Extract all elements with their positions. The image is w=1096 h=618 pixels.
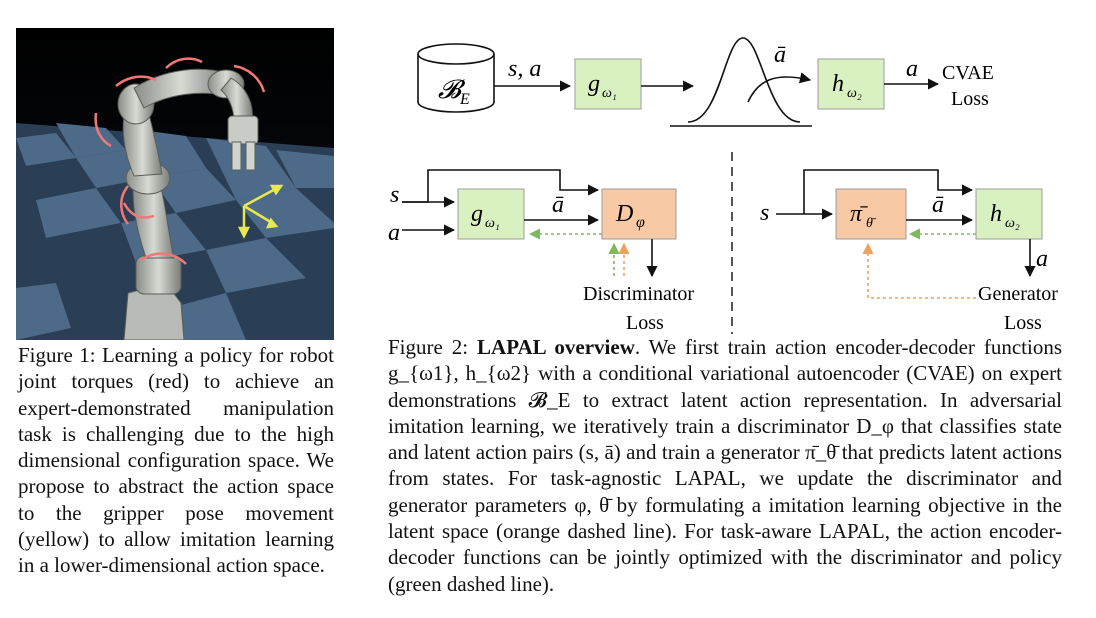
label-abar-top: ā — [774, 42, 786, 68]
gen-loss-line2: Loss — [1004, 312, 1042, 334]
figure1-caption: Figure 1: Learning a policy for robot jo… — [18, 343, 334, 578]
figure2-caption-label: Figure 2: — [388, 335, 469, 359]
svg-text:θ̄: θ̄ — [866, 216, 877, 231]
label-a-top: a — [906, 56, 918, 82]
svg-text:φ: φ — [636, 214, 645, 231]
robot-arm — [117, 68, 259, 340]
encoder-box-top: g ω₁ — [588, 71, 617, 101]
label-a-left: a — [388, 220, 400, 246]
encoder-box-left: g ω₁ — [471, 201, 500, 231]
cvae-loss-line1: CVAE — [942, 62, 994, 84]
svg-text:h: h — [832, 71, 844, 97]
disc-loss-line1: Discriminator — [583, 283, 694, 305]
figure2-caption-bold: LAPAL overview — [477, 335, 635, 359]
gen-loss-line1: Generator — [978, 283, 1058, 305]
discriminator-box: D φ — [615, 201, 645, 231]
svg-text:ω₁: ω₁ — [485, 216, 500, 231]
svg-text:g: g — [588, 71, 600, 97]
label-abar-left: ā — [552, 192, 564, 218]
svg-text:g: g — [471, 201, 483, 227]
cvae-loss-line2: Loss — [951, 88, 989, 110]
robot-render-image — [16, 28, 334, 340]
disc-loss-line2: Loss — [626, 312, 664, 334]
checker-floor — [16, 123, 334, 340]
lapal-diagram: 𝓑 E s, a g ω₁ ā h ω₂ a CVAE Loss s a g ω… — [388, 37, 1058, 334]
decoder-box-right: h ω₂ — [990, 201, 1020, 231]
dataset-sub: E — [459, 91, 470, 108]
gripper-pose-arrows-yellow — [237, 184, 284, 239]
label-abar-right: ā — [932, 192, 944, 218]
figure2-caption-text: . We first train action encoder-decoder … — [388, 335, 1063, 596]
gaussian-curve — [670, 37, 812, 127]
svg-text:ω₁: ω₁ — [602, 86, 617, 101]
joint-torque-arrows-red — [94, 57, 266, 265]
svg-text:h: h — [990, 201, 1002, 227]
decoder-box-top: h ω₂ — [832, 71, 862, 101]
label-s-left: s — [390, 182, 399, 208]
dataset-cylinder: 𝓑 E — [417, 43, 495, 113]
label-sa: s, a — [508, 56, 541, 82]
label-s-right: s — [760, 200, 769, 226]
label-a-right: a — [1036, 246, 1048, 272]
svg-text:D: D — [615, 201, 633, 227]
svg-text:ω₂: ω₂ — [847, 86, 862, 101]
figure2-caption: Figure 2: LAPAL overview. We first train… — [388, 334, 1062, 597]
svg-text:ω₂: ω₂ — [1005, 216, 1020, 231]
